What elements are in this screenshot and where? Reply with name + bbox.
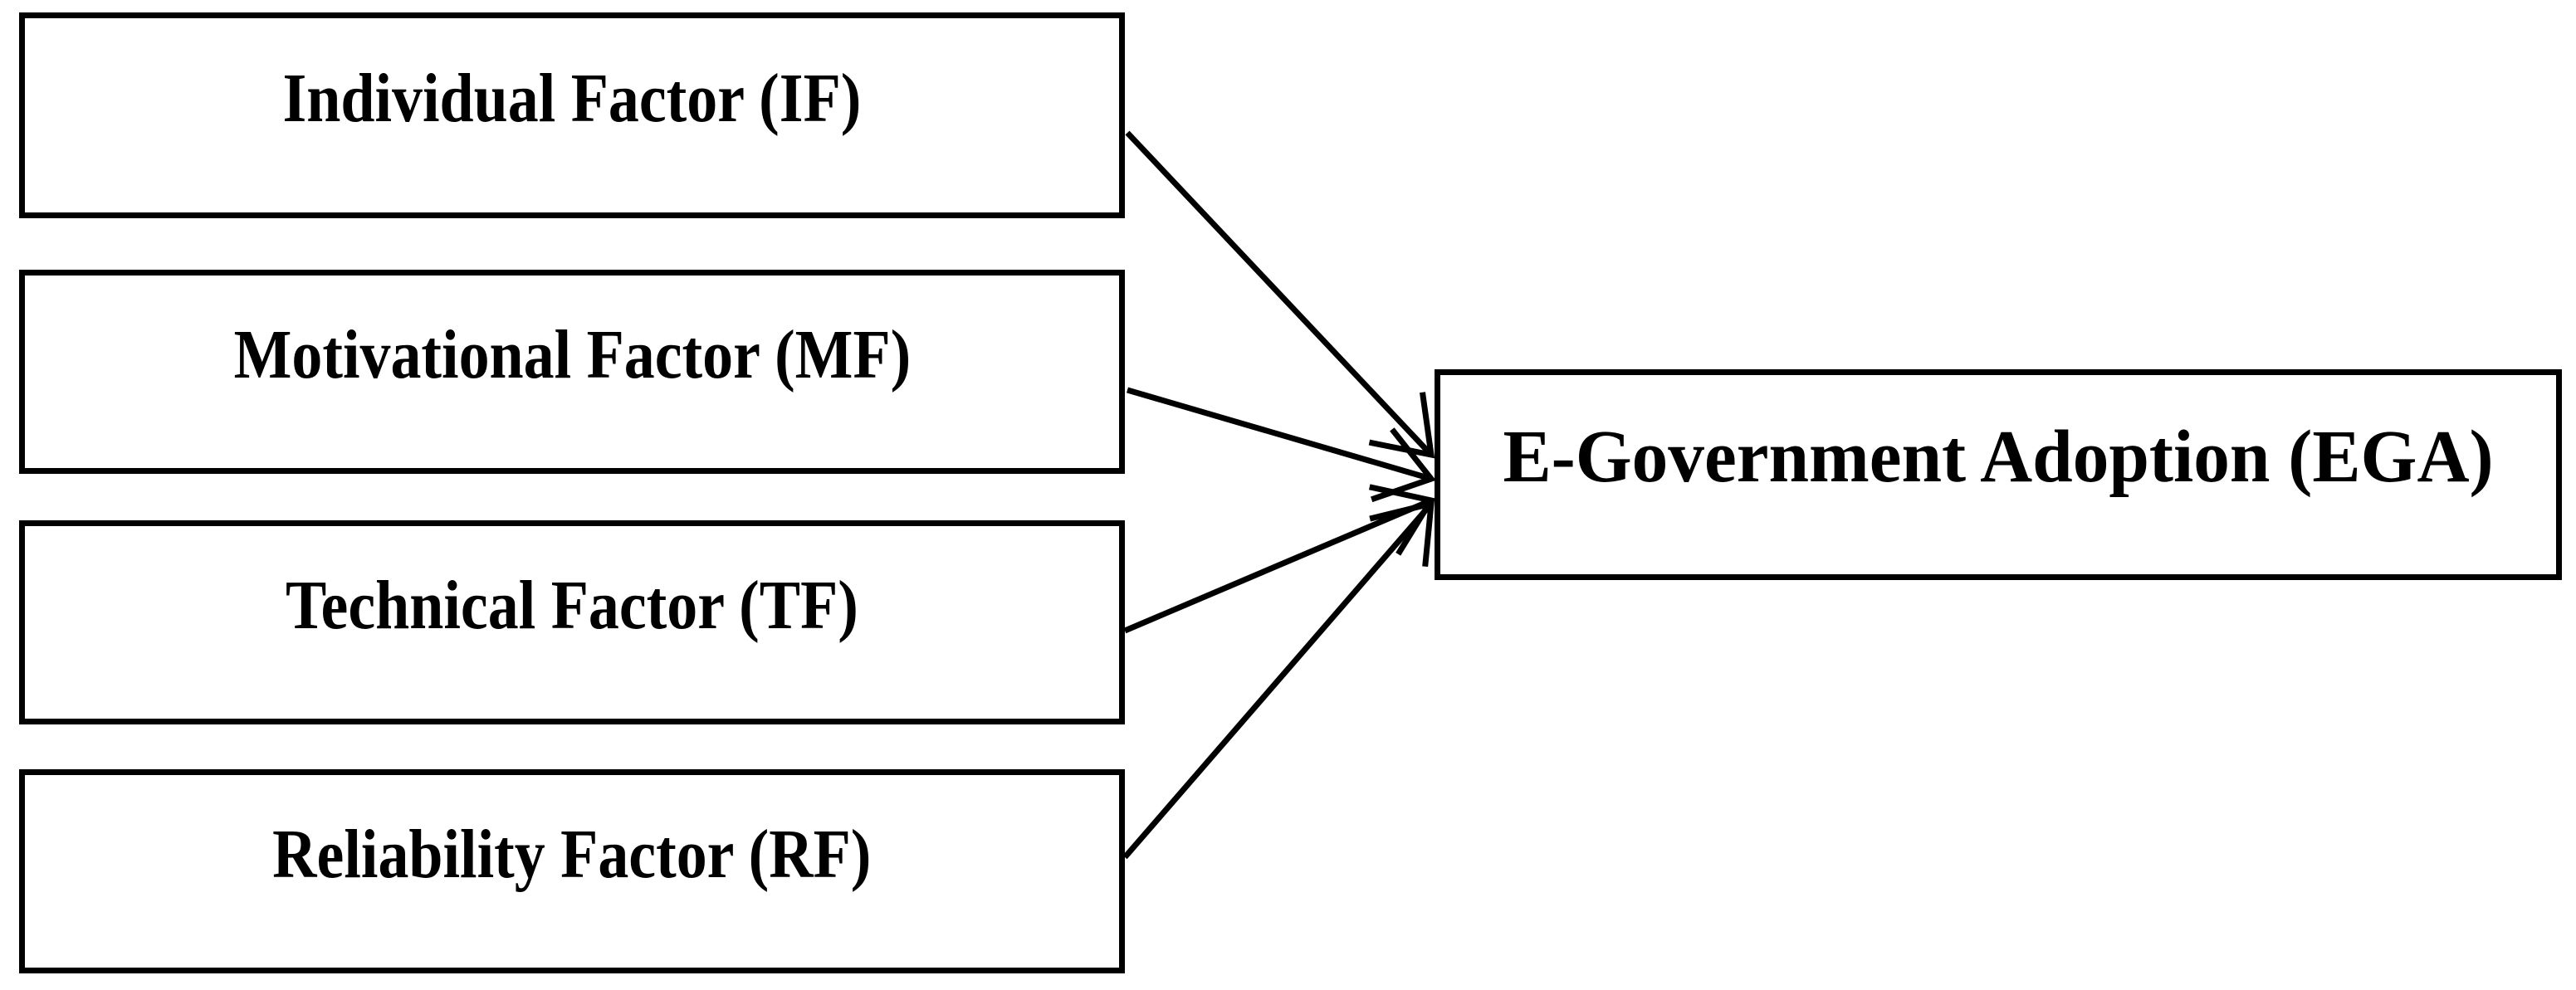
node-technical-factor-label: Technical Factor (TF)	[286, 567, 858, 644]
arrow-mf-to-ega	[1127, 387, 1436, 503]
arrow-rf-to-ega	[1122, 500, 1435, 860]
node-motivational-factor-label: Motivational Factor (MF)	[233, 316, 911, 393]
node-technical-factor: Technical Factor (TF)	[19, 520, 1125, 724]
node-reliability-factor-label: Reliability Factor (RF)	[272, 816, 872, 893]
arrow-if-to-ega	[1125, 130, 1435, 459]
node-motivational-factor: Motivational Factor (MF)	[19, 270, 1125, 474]
node-egovernment-adoption-label: E-Government Adoption (EGA)	[1503, 416, 2494, 498]
arrow-tf-to-ega	[1123, 484, 1436, 634]
node-individual-factor: Individual Factor (IF)	[19, 12, 1125, 218]
node-individual-factor-label: Individual Factor (IF)	[282, 60, 862, 137]
node-egovernment-adoption: E-Government Adoption (EGA)	[1435, 369, 2562, 580]
node-reliability-factor: Reliability Factor (RF)	[19, 769, 1125, 973]
